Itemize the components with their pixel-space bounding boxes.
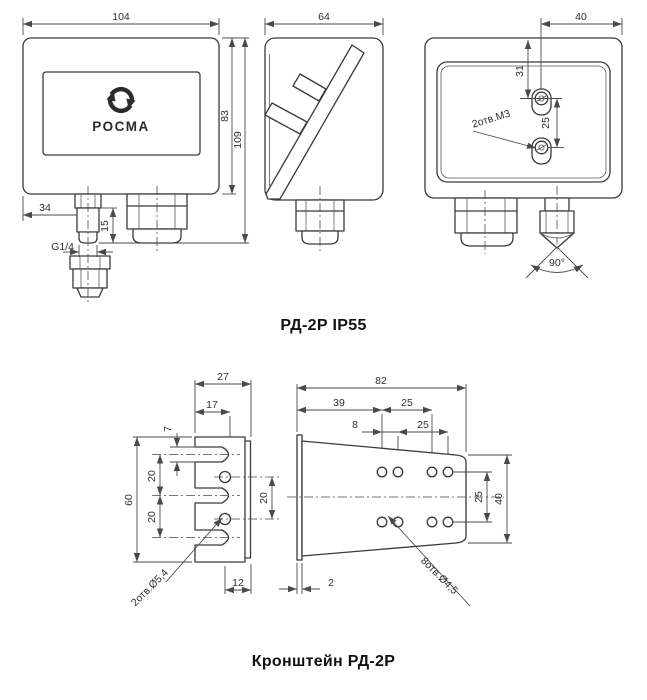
bracket-side-view: 82 39 25 8 25 bbox=[279, 375, 512, 607]
mount-boss-bottom bbox=[531, 137, 552, 165]
device-side-view: 64 bbox=[264, 11, 384, 252]
dim-bracket-height: 60 bbox=[123, 494, 135, 506]
dim-slot-height: 7 bbox=[162, 426, 174, 432]
dim-hole-pitch-front: 20 bbox=[258, 492, 270, 504]
dim-first-hole-offset: 39 bbox=[333, 397, 345, 409]
dim-side-depth: 64 bbox=[318, 11, 330, 23]
brand-label: РОСМА bbox=[92, 119, 149, 134]
dim-slot-pitch-top: 20 bbox=[146, 470, 158, 482]
cable-gland-front bbox=[126, 193, 188, 244]
dim-pair-pitch-bottom: 25 bbox=[417, 419, 429, 431]
bracket-caption: Кронштейн РД-2Р bbox=[251, 653, 396, 670]
dim-bracket-length: 82 bbox=[375, 375, 387, 387]
note-bracket-front-holes: 2отв.Ø5,4 bbox=[129, 567, 171, 609]
dim-flange-height: 40 bbox=[493, 493, 505, 505]
dim-back-edge-offset: 40 bbox=[575, 11, 587, 23]
device-front-view: 104 83 109 34 РОСМА bbox=[22, 11, 249, 304]
dim-front-total-height: 109 bbox=[232, 131, 244, 149]
port-nut bbox=[69, 255, 111, 298]
dim-slot-depth: 17 bbox=[206, 399, 218, 411]
bracket-front-view: 27 17 7 60 20 20 20 bbox=[123, 371, 280, 609]
dim-hole-gap: 8 bbox=[352, 419, 358, 431]
dim-front-body-height: 83 bbox=[219, 110, 231, 122]
dim-bottom-offset: 12 bbox=[232, 577, 244, 589]
bracket-back-plate bbox=[296, 434, 303, 561]
device-caption: РД-2Р IP55 bbox=[280, 317, 367, 334]
dim-port-offset: 34 bbox=[39, 202, 51, 214]
dim-front-width: 104 bbox=[112, 11, 130, 23]
dim-row-pitch: 25 bbox=[473, 491, 485, 503]
dim-back-top-offset: 31 bbox=[514, 65, 526, 77]
rosma-logo-icon bbox=[106, 86, 136, 114]
note-bracket-side-holes: 8отв.Ø4,5 bbox=[418, 555, 460, 597]
bracket-side-silhouette bbox=[264, 44, 365, 200]
dim-thread: G1/4 bbox=[51, 241, 74, 253]
dim-port-height: 15 bbox=[99, 220, 111, 232]
process-port bbox=[74, 193, 102, 244]
dim-cone-angle: 90° bbox=[549, 257, 565, 269]
dim-plate-thickness: 2 bbox=[328, 577, 334, 589]
dim-slot-pitch-bottom: 20 bbox=[146, 511, 158, 523]
dim-back-hole-pitch: 25 bbox=[540, 117, 552, 129]
mount-boss-top bbox=[531, 88, 552, 116]
cable-gland-back bbox=[454, 197, 518, 247]
device-back-view: 40 31 25 2отв.М3 bbox=[424, 11, 623, 279]
dim-pair-pitch-top: 25 bbox=[401, 397, 413, 409]
note-back-holes: 2отв.М3 bbox=[471, 108, 512, 131]
dim-bracket-width: 27 bbox=[217, 371, 229, 383]
